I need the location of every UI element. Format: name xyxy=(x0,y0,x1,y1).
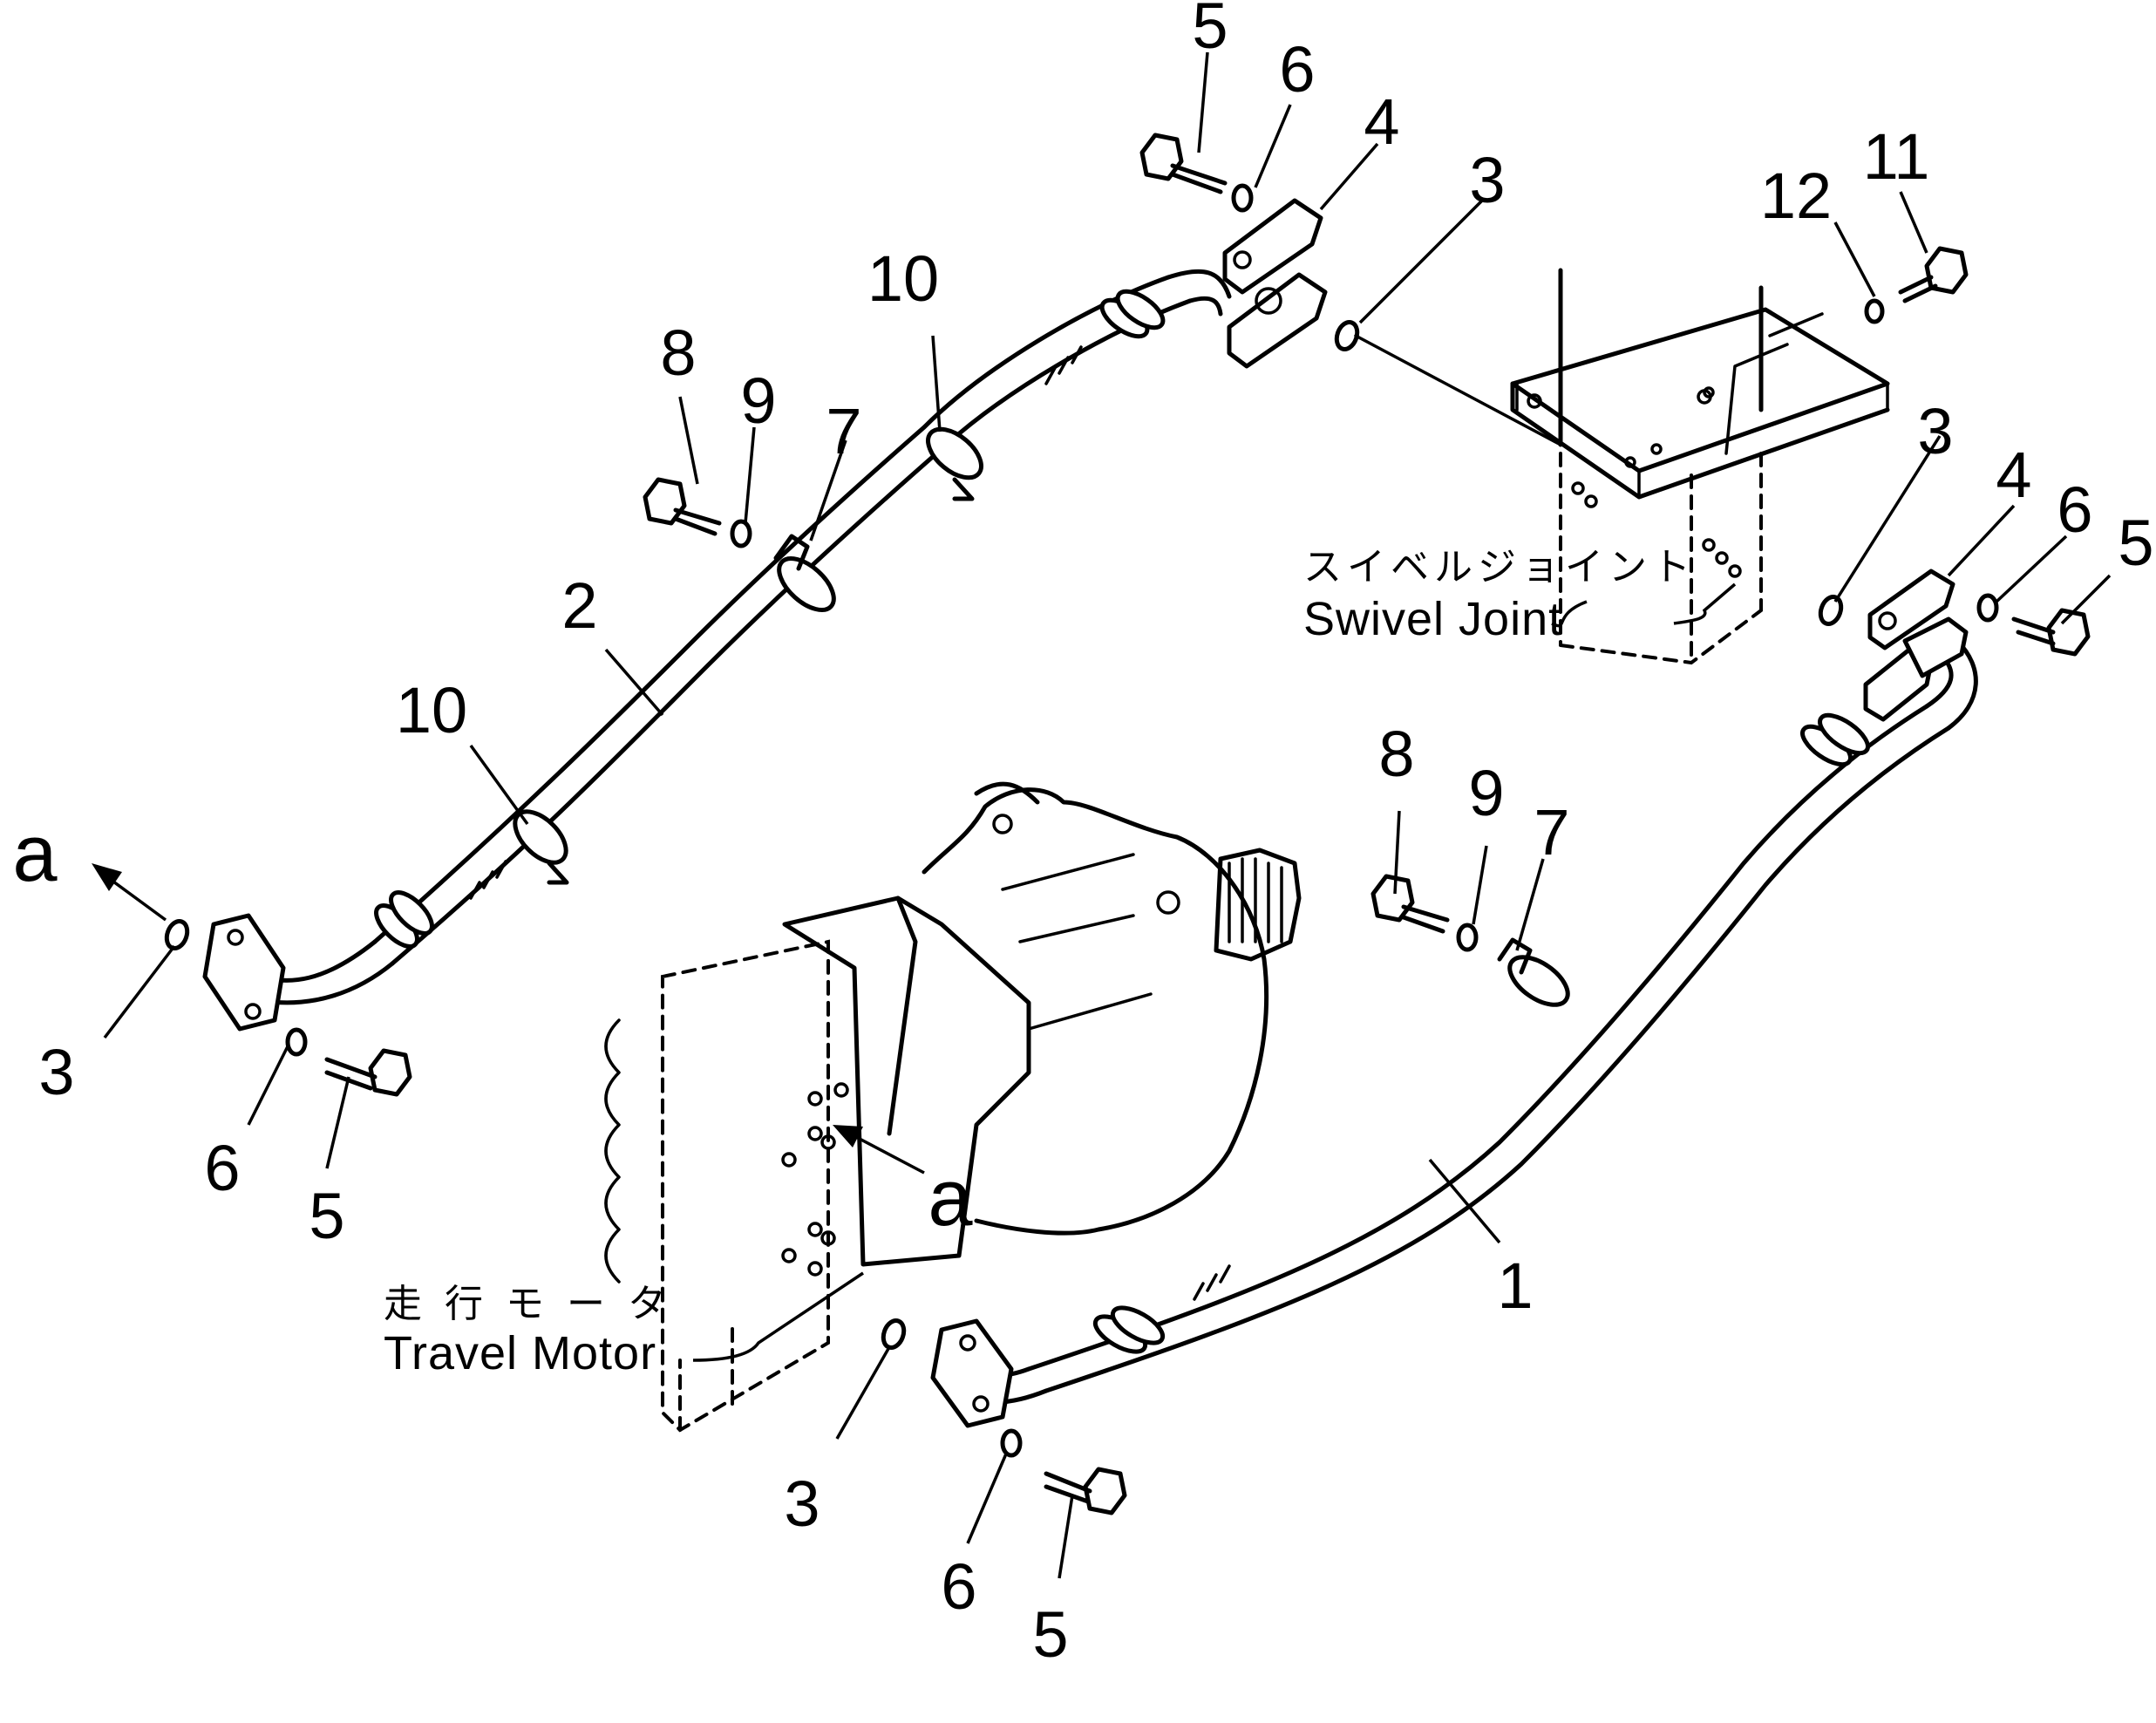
o-ring-3-left xyxy=(164,919,190,950)
bolt-8-upper xyxy=(643,477,722,536)
o-ring-3-right xyxy=(1818,595,1844,626)
split-flange-4-right xyxy=(1867,569,1955,650)
view-a-label-motor: a xyxy=(928,1154,973,1243)
callout-4-top: 4 xyxy=(1364,85,1399,158)
split-flange-4-upper xyxy=(1222,198,1328,369)
washer-9-upper xyxy=(730,519,752,548)
bolt-5-right xyxy=(2011,608,2091,657)
callout-1: 1 xyxy=(1497,1250,1533,1322)
callout-9-top: 9 xyxy=(740,364,776,437)
callout-8-lower: 8 xyxy=(1378,718,1414,790)
bolt-11 xyxy=(1898,246,1969,303)
callout-6-right: 6 xyxy=(2057,473,2092,546)
clamp-10-lower xyxy=(513,809,569,885)
callout-7-lower: 7 xyxy=(1534,796,1569,868)
callout-6-left: 6 xyxy=(204,1132,240,1204)
callout-3-left: 3 xyxy=(38,1036,74,1108)
washer-9-lower xyxy=(1456,923,1479,952)
washer-6-top xyxy=(1231,183,1254,213)
callout-6-bottom: 6 xyxy=(941,1550,976,1623)
o-ring-3-top xyxy=(1334,320,1360,351)
travel-motor-label-jp: 走 行 モ ー タ xyxy=(384,1282,671,1326)
callout-2: 2 xyxy=(561,569,597,642)
callout-12: 12 xyxy=(1760,160,1832,232)
callout-11: 11 xyxy=(1863,120,1930,193)
flange-hose1-right xyxy=(1863,616,1969,722)
bolt-5-top xyxy=(1139,133,1228,194)
travel-motor xyxy=(604,781,1302,1433)
o-ring-3-bottom xyxy=(881,1318,907,1350)
flange-hose2-left xyxy=(202,913,286,1032)
callout-10-left: 10 xyxy=(396,674,467,746)
callout-4-right: 4 xyxy=(1996,439,2031,511)
callout-8-top: 8 xyxy=(660,317,696,389)
callout-9-lower: 9 xyxy=(1468,757,1504,829)
callout-labels: 5 6 4 3 12 11 10 8 9 7 2 10 3 4 6 5 8 9 … xyxy=(12,0,2153,1671)
washer-6-right xyxy=(1976,593,1999,623)
callout-7-top: 7 xyxy=(826,395,861,467)
callout-5-bottom: 5 xyxy=(1032,1598,1068,1671)
hose-2 xyxy=(233,269,1232,1005)
washer-6-bottom xyxy=(1000,1428,1023,1458)
callout-5-top: 5 xyxy=(1192,0,1228,62)
callout-10-top: 10 xyxy=(867,242,939,315)
washer-12 xyxy=(1864,298,1885,324)
clamp-7-lower xyxy=(1497,937,1570,1007)
component-captions: スイベルジョイント Swivel Joint 走 行 モ ー タ Travel … xyxy=(384,545,1696,1379)
flange-hose1-left xyxy=(930,1318,1014,1428)
view-a-arrow-motor xyxy=(833,1125,925,1175)
clamp-10-upper xyxy=(926,426,983,501)
bolt-5-bottom xyxy=(1044,1467,1127,1515)
leader-lines xyxy=(103,51,2112,1579)
hose-1 xyxy=(952,638,1978,1405)
callout-6-top: 6 xyxy=(1279,33,1315,106)
callout-5-right: 5 xyxy=(2118,507,2153,579)
callout-3-top: 3 xyxy=(1469,144,1505,216)
view-a-arrow-left xyxy=(92,863,167,922)
travel-motor-label-en: Travel Motor xyxy=(384,1327,656,1379)
washer-6-left xyxy=(285,1027,308,1057)
swivel-joint xyxy=(1354,268,1890,665)
callout-3-right: 3 xyxy=(1917,395,1953,467)
clamp-7-upper xyxy=(773,534,836,612)
callout-5-left: 5 xyxy=(309,1180,344,1252)
callout-3-bottom: 3 xyxy=(784,1468,820,1540)
view-a-label-left: a xyxy=(12,809,58,898)
bolt-8-lower xyxy=(1370,874,1450,934)
swivel-joint-label-en: Swivel Joint xyxy=(1303,593,1562,645)
bolt-5-left xyxy=(324,1048,412,1097)
swivel-joint-label-jp: スイベルジョイント xyxy=(1303,545,1696,589)
